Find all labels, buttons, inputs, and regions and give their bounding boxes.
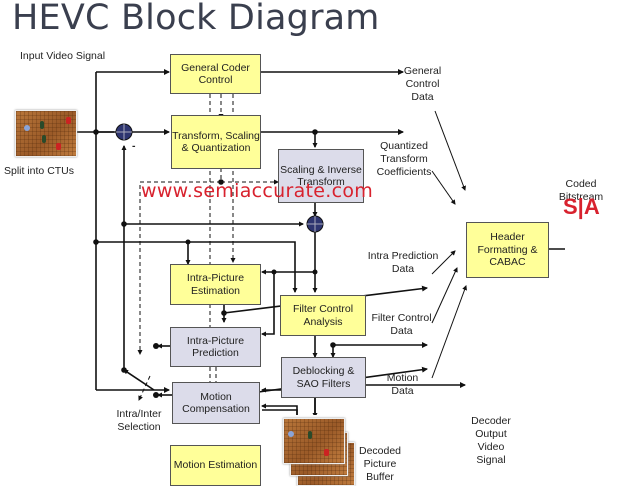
intra-picture-estimation-block: Intra-Picture Estimation (170, 264, 261, 305)
block-label: Deblocking & SAO Filters (292, 365, 355, 390)
block-label: Filter Control Analysis (292, 303, 354, 328)
input-video-thumbnail (15, 110, 77, 157)
block-label: Transform, Scaling & Quantization (172, 129, 260, 155)
intra-inter-switch (123, 369, 155, 391)
block-label: Scaling & Inverse Transform (280, 163, 362, 189)
general-coder-control-block: General Coder Control (170, 54, 261, 94)
qtc-to-header (431, 170, 456, 205)
input-video-signal-label: Input Video Signal (20, 50, 106, 62)
ctrl-dash-switch (138, 375, 151, 401)
filter-control-data-label: Filter Control Data (371, 312, 432, 337)
adder-2-icon (306, 215, 324, 233)
watermark: www.semiaccurate.com (141, 180, 374, 202)
decoder-output-video-signal-label: Decoder Output Video Signal (471, 415, 511, 466)
block-label: General Coder Control (181, 61, 250, 87)
coded-bitstream-label: Coded Bitstream (558, 178, 604, 203)
header-formatting-cabac-block: Header Formatting & CABAC (466, 222, 549, 278)
general-control-data-label: General Control Data (403, 65, 442, 103)
transform-scaling-quantization-block: Transform, Scaling & Quantization (171, 115, 261, 169)
deblocking-sao-filters-block: Deblocking & SAO Filters (281, 357, 366, 398)
block-label: Header Formatting & CABAC (477, 231, 538, 269)
filter-control-analysis-block: Filter Control Analysis (280, 295, 366, 336)
split-into-ctus-label: Split into CTUs (4, 165, 75, 177)
md-to-header (431, 285, 467, 379)
scaling-inverse-transform-block: Scaling & Inverse Transform (278, 149, 364, 203)
bus-to-intra-est (96, 241, 298, 293)
quantized-transform-coefficients-label: Quantized Transform Coefficients (376, 140, 432, 178)
ctrl-dash-5 (137, 181, 221, 355)
ipd-to-header (431, 250, 456, 275)
intra-prediction-data-label: Intra Prediction Data (367, 250, 439, 275)
page-title: HEVC Block Diagram (12, 0, 380, 38)
block-label: Motion Estimation (173, 459, 258, 472)
dpb-frame-1 (283, 418, 345, 464)
minus-sign: - (132, 140, 136, 152)
intra-picture-prediction-block: Intra-Picture Prediction (170, 327, 261, 367)
to-intra-pred-right (261, 272, 275, 337)
block-label: Motion Compensation (182, 390, 250, 416)
semiaccurate-logo: S|A (563, 194, 600, 219)
gcd-to-header (434, 110, 466, 191)
dpb-to-motion-comp (262, 409, 298, 415)
block-label: Intra-Picture Estimation (186, 272, 245, 297)
fcd-to-header (431, 267, 458, 324)
intra-inter-selection-label: Intra/Inter Selection (116, 408, 162, 433)
motion-compensation-block: Motion Compensation (172, 382, 260, 424)
motion-estimation-block: Motion Estimation (170, 445, 261, 486)
motion-data-label: Motion Data (386, 372, 419, 397)
diagram-connections (76, 69, 565, 415)
dpb-to-mc (261, 403, 298, 415)
decoded-picture-buffer-label: Decoded Picture Buffer (358, 445, 402, 483)
adder-1-icon (115, 123, 133, 141)
block-label: Intra-Picture Prediction (186, 334, 245, 360)
